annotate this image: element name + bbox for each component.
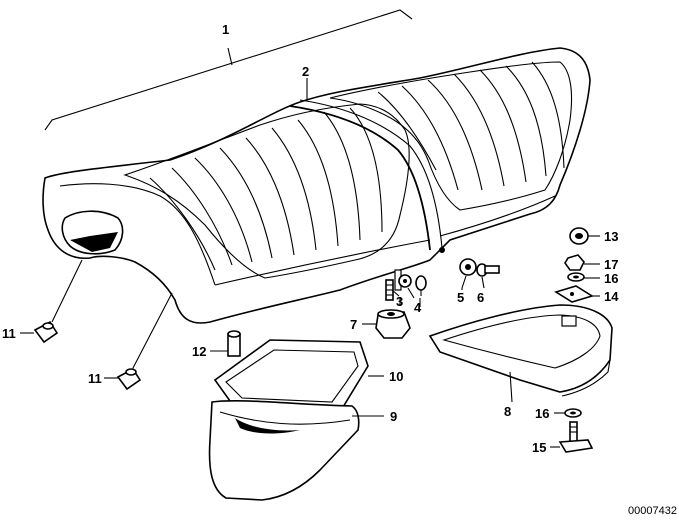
callout-10: 10: [389, 369, 403, 384]
screw-part: [385, 279, 400, 301]
callout-16: 16: [604, 271, 618, 286]
callout-16: 16: [535, 406, 549, 421]
knob-part: [104, 292, 173, 391]
rubber-buffer-part: [362, 309, 411, 339]
bracket-plate-part: [554, 285, 600, 303]
callout-12: 12: [192, 344, 206, 359]
seat-assembly: [42, 47, 591, 324]
callout-9: 9: [390, 409, 397, 424]
callout-11: 11: [88, 371, 102, 386]
callout-3: 3: [396, 294, 403, 309]
washer-part: [554, 408, 582, 418]
wing-screw-part: [550, 421, 594, 453]
tray-part: [428, 304, 613, 403]
callout-leaders: [306, 78, 463, 307]
callout-15: 15: [532, 440, 546, 455]
callout-13: 13: [604, 229, 618, 244]
callout-7: 7: [350, 317, 357, 332]
bushing-part: [210, 330, 241, 357]
knob-part: [20, 259, 83, 344]
callout-2: 2: [302, 64, 309, 79]
callout-8: 8: [504, 404, 511, 419]
callout-4: 4: [414, 300, 422, 315]
reference-number: 00007432: [628, 505, 677, 517]
washer-part: [567, 272, 600, 282]
callout-labels: 1 2 3 4 5 6 7 8 9 10 11 11 12 13 14 15 1…: [2, 22, 619, 455]
storage-box-part: [208, 399, 384, 501]
washer-part: [459, 258, 477, 289]
washer-part: [398, 274, 415, 299]
callout-14: 14: [604, 289, 619, 304]
cap-nut-part: [569, 227, 600, 245]
callout-1: 1: [222, 22, 229, 37]
nut-part: [564, 254, 600, 271]
callout-6: 6: [477, 290, 484, 305]
callout-5: 5: [457, 290, 464, 305]
bolt-part: [476, 263, 500, 289]
assembly-bracket: [44, 9, 413, 131]
nut-part: [415, 275, 427, 296]
callout-17: 17: [604, 257, 618, 272]
callout-11: 11: [2, 326, 16, 341]
